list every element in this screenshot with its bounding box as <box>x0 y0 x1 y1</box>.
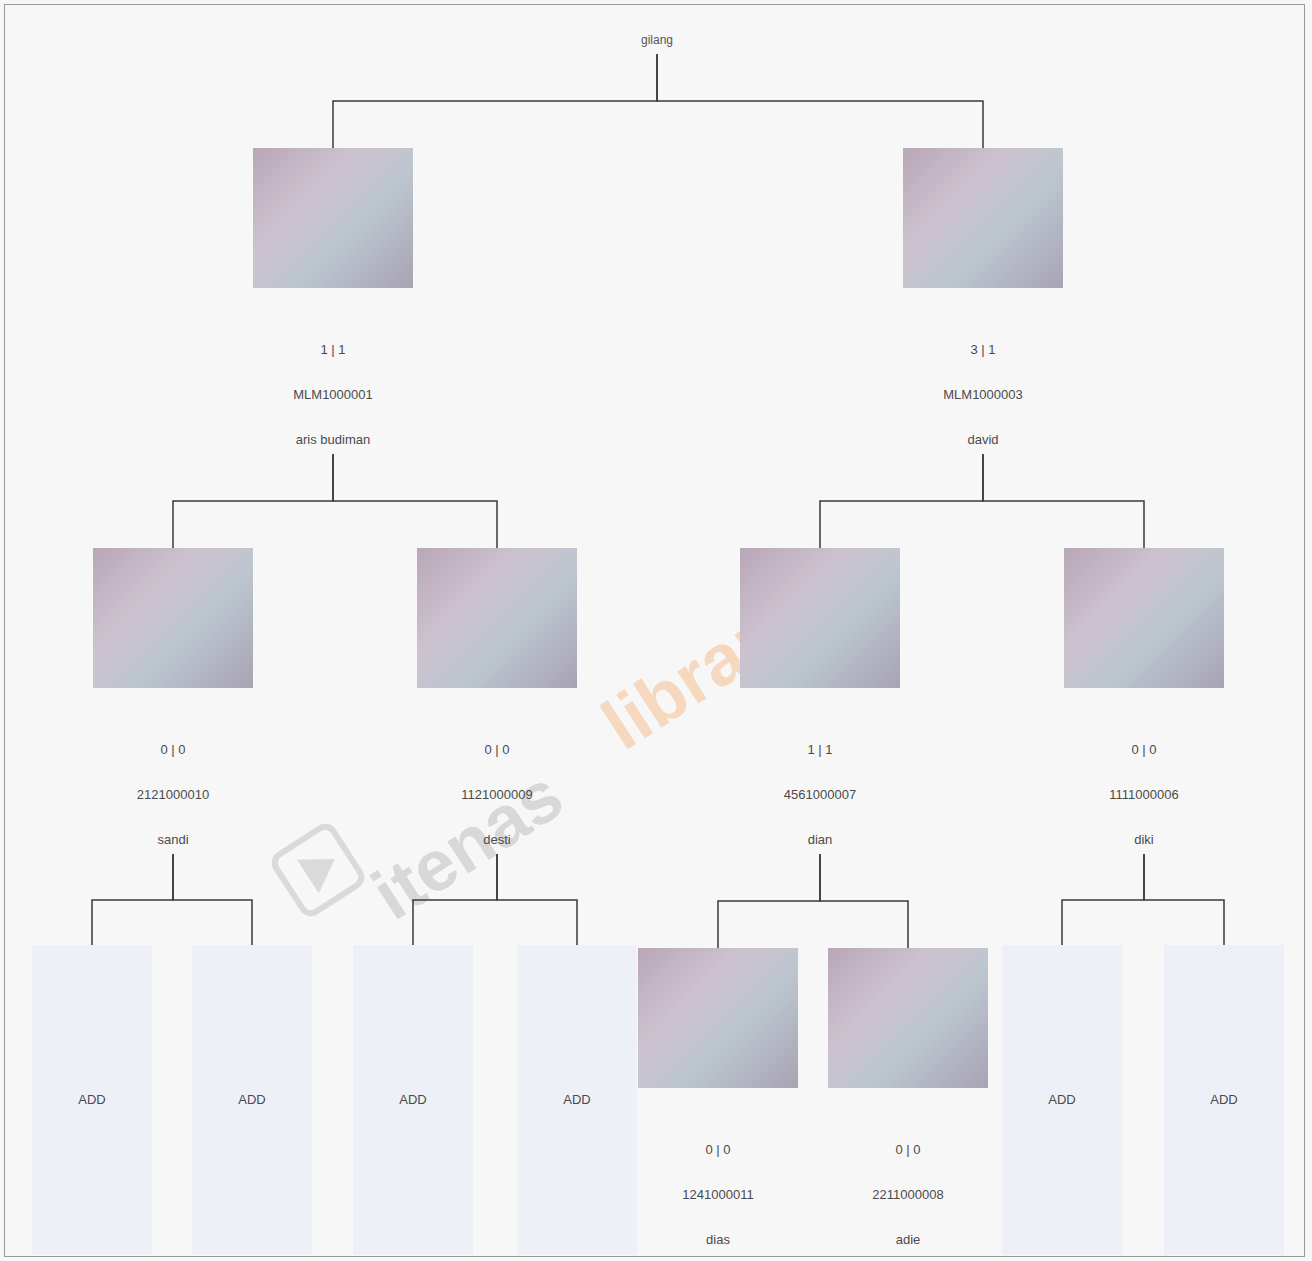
member-card: 0 | 0 1241000011 dias <box>636 948 800 1250</box>
tree-connector <box>1144 854 1224 945</box>
tree-connector <box>657 54 983 148</box>
tree-connector <box>413 854 497 945</box>
member-card: 0 | 0 2211000008 adie <box>826 948 990 1250</box>
member-id: 2211000008 <box>872 1185 943 1205</box>
member-id: 4561000007 <box>784 785 856 805</box>
member-photo <box>828 948 988 1088</box>
member-card: 3 | 1 MLM1000003 david <box>901 148 1065 450</box>
member-name: diki <box>1134 830 1154 850</box>
member-photo <box>253 148 413 288</box>
member-id: MLM1000003 <box>943 385 1023 405</box>
score-text: 0 | 0 <box>895 1140 920 1160</box>
score-text: 0 | 0 <box>1131 740 1156 760</box>
add-slot: ADD <box>1002 945 1122 1255</box>
frame-border <box>5 5 1305 1257</box>
member-card: 1 | 1 4561000007 dian <box>738 548 902 850</box>
member-photo <box>417 548 577 688</box>
tree-connector <box>820 854 908 948</box>
tree-connector <box>92 854 173 945</box>
tree-connector <box>173 854 252 945</box>
score-text: 0 | 0 <box>484 740 509 760</box>
add-slot: ADD <box>1164 945 1284 1255</box>
add-slot: ADD <box>353 945 473 1255</box>
add-slot: ADD <box>32 945 152 1255</box>
member-photo <box>903 148 1063 288</box>
tree-connector <box>333 54 657 148</box>
member-name: desti <box>483 830 510 850</box>
root-member: gilang <box>597 30 717 50</box>
score-text: 1 | 1 <box>807 740 832 760</box>
member-name: dias <box>706 1230 730 1250</box>
add-label: ADD <box>238 1090 265 1110</box>
member-card: 0 | 0 1121000009 desti <box>415 548 579 850</box>
member-name: dian <box>808 830 833 850</box>
add-label: ADD <box>1210 1090 1237 1110</box>
add-label: ADD <box>78 1090 105 1110</box>
add-slot: ADD <box>192 945 312 1255</box>
add-label: ADD <box>399 1090 426 1110</box>
member-name: gilang <box>641 30 673 50</box>
member-photo <box>93 548 253 688</box>
add-label: ADD <box>563 1090 590 1110</box>
member-id: 1111000006 <box>1109 785 1178 805</box>
tree-connector <box>820 454 983 548</box>
member-card: 0 | 0 1111000006 diki <box>1062 548 1226 850</box>
member-name: david <box>967 430 998 450</box>
score-text: 3 | 1 <box>970 340 995 360</box>
add-label: ADD <box>1048 1090 1075 1110</box>
watermark-text: itenas <box>358 753 577 935</box>
tree-connector <box>718 854 820 948</box>
member-id: 1121000009 <box>461 785 532 805</box>
member-id: 2121000010 <box>137 785 209 805</box>
member-card: 0 | 0 2121000010 sandi <box>91 548 255 850</box>
member-name: adie <box>896 1230 921 1250</box>
member-card: 1 | 1 MLM1000001 aris budiman <box>251 148 415 450</box>
member-id: MLM1000001 <box>293 385 373 405</box>
tree-connector <box>333 454 497 548</box>
member-photo <box>638 948 798 1088</box>
tree-connector <box>1062 854 1144 945</box>
member-name: sandi <box>157 830 188 850</box>
member-name: aris budiman <box>296 430 370 450</box>
tree-connector <box>983 454 1144 548</box>
score-text: 0 | 0 <box>705 1140 730 1160</box>
score-text: 0 | 0 <box>160 740 185 760</box>
member-photo <box>1064 548 1224 688</box>
member-photo <box>740 548 900 688</box>
tree-connector <box>497 854 577 945</box>
member-id: 1241000011 <box>682 1185 753 1205</box>
add-slot: ADD <box>517 945 637 1255</box>
tree-connector <box>173 454 333 548</box>
score-text: 1 | 1 <box>320 340 345 360</box>
